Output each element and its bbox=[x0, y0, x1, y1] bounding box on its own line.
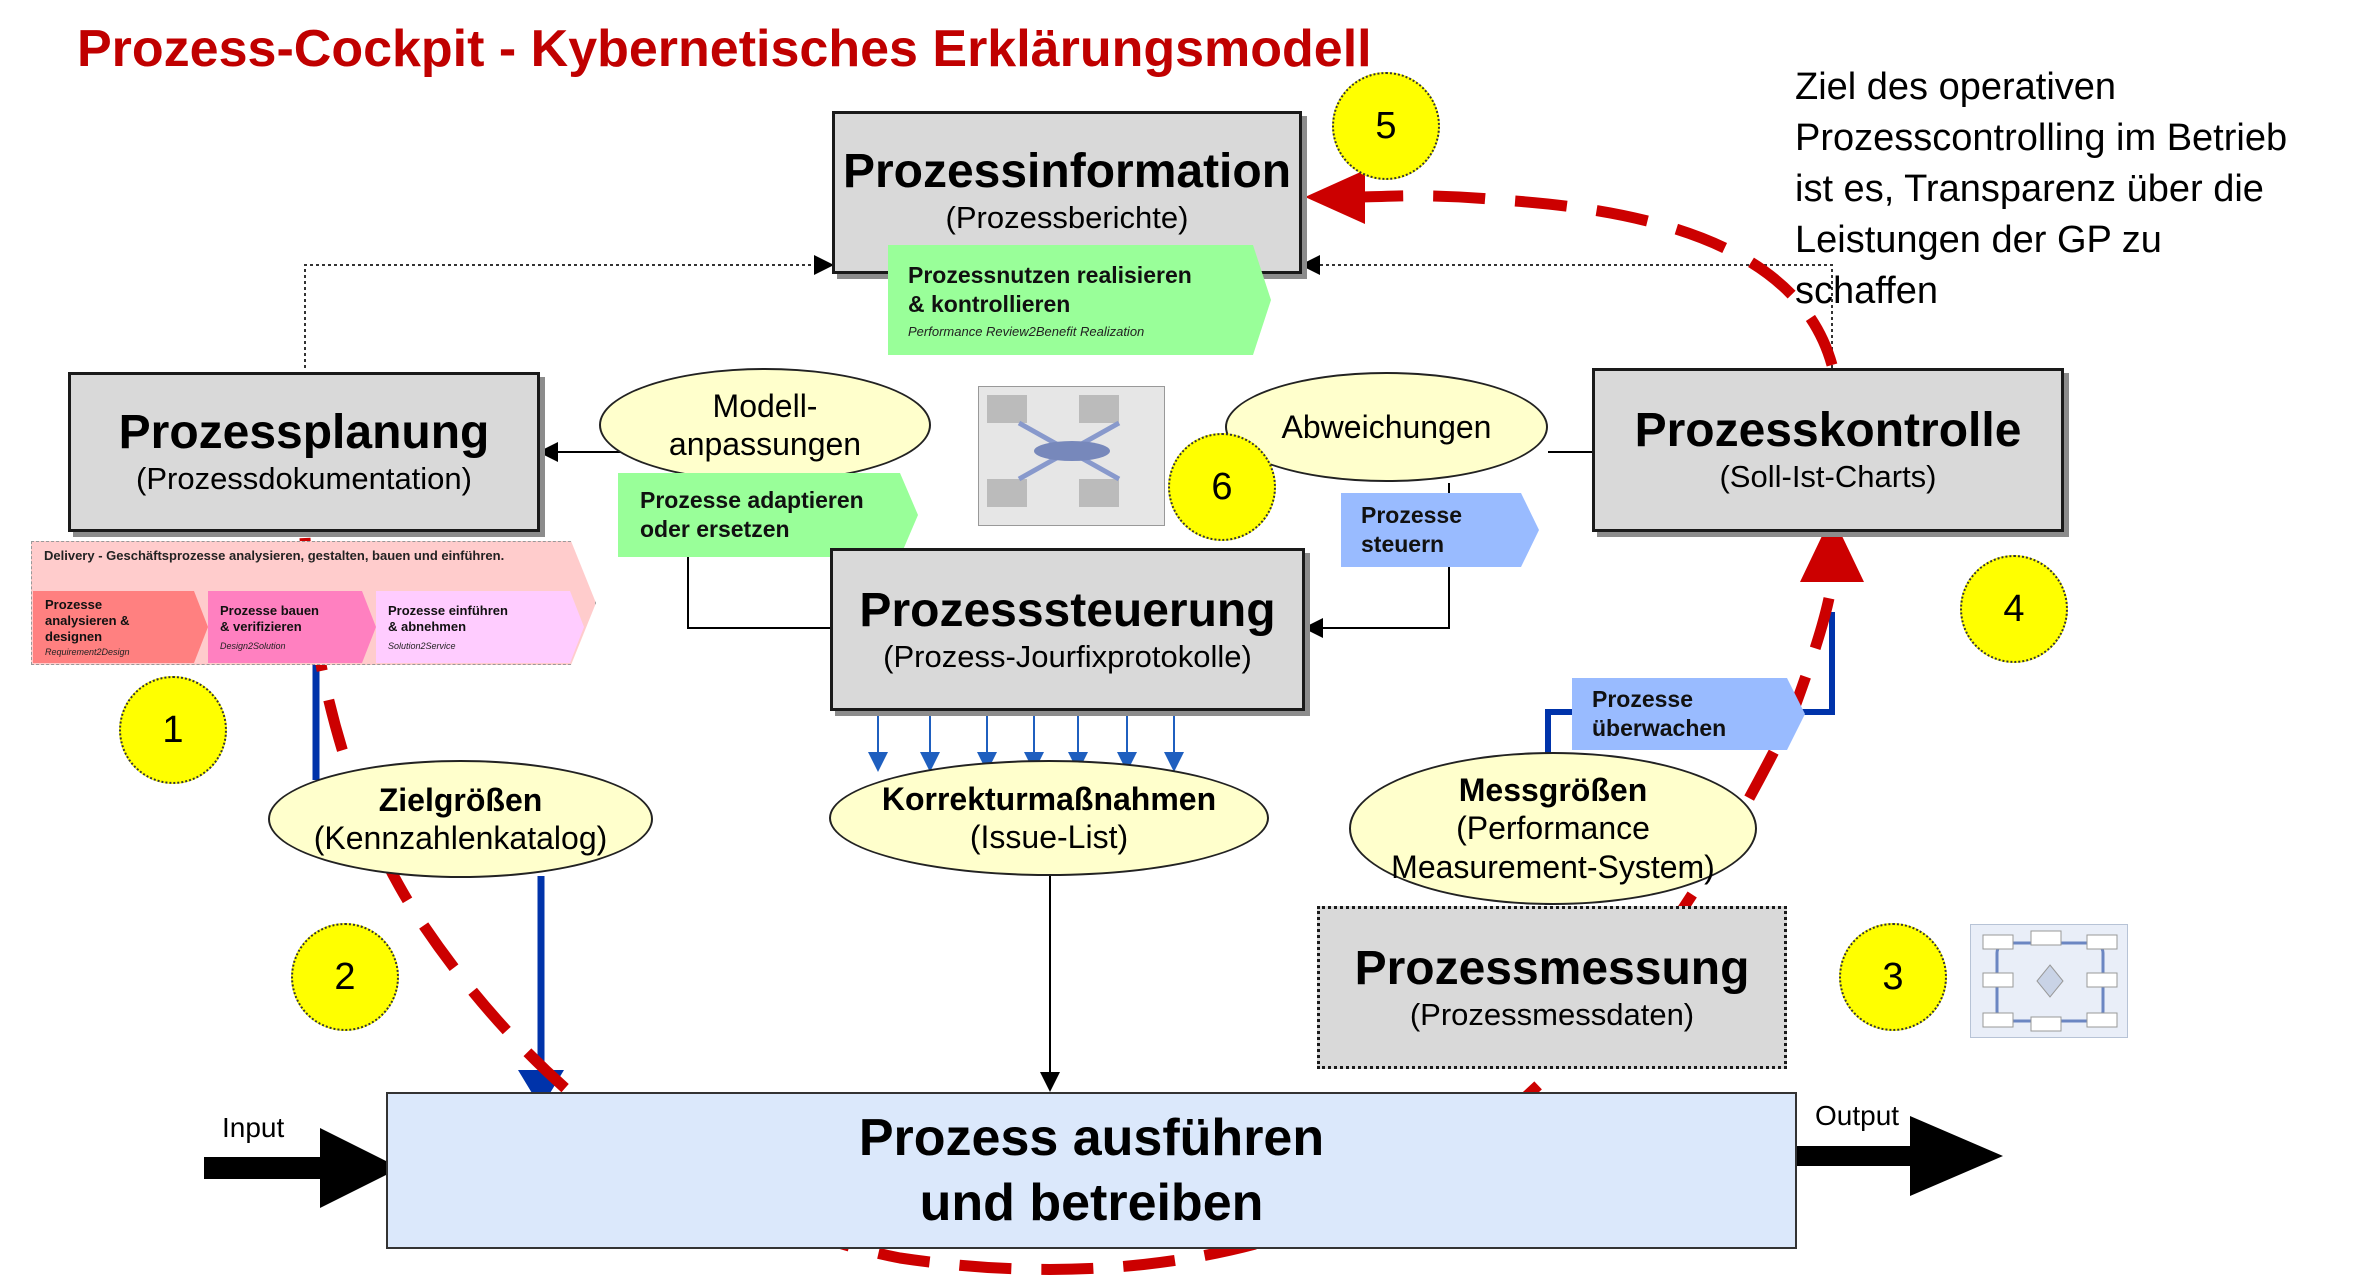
box-subtitle: (Prozessmessdaten) bbox=[1409, 996, 1695, 1032]
step-number-6: 6 bbox=[1168, 433, 1276, 541]
phase-line: designen bbox=[45, 629, 103, 645]
ellipse-text: Abweichungen bbox=[1281, 408, 1492, 445]
ellipse-korrekturmassnahmen: Korrekturmaßnahmen (Issue-List) bbox=[829, 760, 1269, 876]
ellipse-zielgroessen: Zielgrößen (Kennzahlenkatalog) bbox=[268, 760, 653, 878]
step-number-3: 3 bbox=[1839, 923, 1947, 1031]
dotted-connector-planung-information bbox=[304, 255, 834, 368]
tag-prozesse-adaptieren: Prozesse adaptieren oder ersetzen bbox=[618, 473, 918, 557]
phase-line: & abnehmen bbox=[388, 619, 467, 634]
goal-note-line: Prozesscontrolling im Betrieb bbox=[1795, 117, 2288, 159]
box-prozesskontrolle: Prozesskontrolle (Soll-Ist-Charts) bbox=[1592, 368, 2064, 532]
measurement-cycle-thumbnail bbox=[978, 386, 1165, 526]
ellipse-modellanpassungen: Modell- anpassungen bbox=[599, 368, 931, 482]
thumbnail-graphic bbox=[987, 395, 1121, 507]
goal-note: Ziel des operativen Prozesscontrolling i… bbox=[1795, 62, 2287, 317]
tag-sub: Performance Review2Benefit Realization bbox=[908, 324, 1145, 340]
process-flow-thumbnail bbox=[1970, 924, 2128, 1038]
red-arrowhead-kontrolle bbox=[1800, 515, 1864, 582]
tag-prozesse-ueberwachen: Prozesse überwachen bbox=[1572, 678, 1805, 750]
step-number-4: 4 bbox=[1960, 555, 2068, 663]
ellipse-subtitle: Measurement-System) bbox=[1391, 848, 1715, 885]
box-title: Prozesssteuerung bbox=[859, 583, 1276, 637]
input-arrow bbox=[204, 1128, 400, 1208]
dotted-connector-kontrolle-information bbox=[1300, 255, 1833, 368]
output-label: Output bbox=[1815, 1100, 1900, 1131]
box-title: Prozessinformation bbox=[842, 145, 1292, 198]
thumbnail-graphic bbox=[1982, 930, 2118, 1032]
red-arrowhead-information bbox=[1305, 170, 1365, 224]
tag-line: überwachen bbox=[1592, 715, 1727, 741]
box-title: Prozessmessung bbox=[1354, 941, 1750, 995]
output-arrow bbox=[1797, 1116, 2003, 1196]
phase-sub: Requirement2Design bbox=[45, 647, 130, 658]
page-title: Prozess-Cockpit - Kybernetisches Erkläru… bbox=[77, 20, 1372, 78]
box-subtitle: (Soll-Ist-Charts) bbox=[1719, 459, 1937, 495]
box-subtitle: (Prozessdokumentation) bbox=[136, 461, 472, 497]
blue-line-ueberwachen-kontrolle bbox=[1798, 612, 1835, 715]
tag-line: steuern bbox=[1361, 531, 1445, 557]
phase-line: Prozesse bbox=[45, 596, 103, 612]
phase-line: & verifizieren bbox=[220, 619, 302, 634]
goal-note-line: Leistungen der GP zu bbox=[1795, 219, 2162, 261]
red-dashed-loop bbox=[299, 537, 1838, 1275]
ellipse-subtitle: (Kennzahlenkatalog) bbox=[313, 820, 608, 856]
step-number-1: 1 bbox=[119, 676, 227, 784]
tag-line: Prozesse bbox=[1361, 502, 1463, 529]
tag-line: Prozesse adaptieren bbox=[640, 487, 864, 514]
ellipse-messgroessen: Messgrößen (Performance Measurement-Syst… bbox=[1349, 752, 1757, 905]
goal-note-line: Ziel des operativen bbox=[1795, 66, 2117, 108]
red-dashed-top-arc bbox=[1354, 190, 1838, 367]
box-subtitle: (Prozessberichte) bbox=[945, 200, 1189, 236]
phase-line: Prozesse bauen bbox=[220, 602, 319, 618]
ellipse-line: anpassungen bbox=[668, 426, 862, 462]
box-prozessplanung: Prozessplanung (Prozessdokumentation) bbox=[68, 372, 540, 532]
phase-sub: Solution2Service bbox=[388, 641, 456, 652]
delivery-header: Delivery - Geschäftsprozesse analysieren… bbox=[44, 548, 505, 563]
delivery-phase-1: Prozesse analysieren & designen Requirem… bbox=[33, 591, 208, 663]
ellipse-line: Modell- bbox=[712, 387, 818, 424]
ellipse-title: Zielgrößen bbox=[378, 781, 543, 818]
box-prozess-ausfuehren: Prozess ausführen und betreiben bbox=[386, 1092, 1797, 1249]
ellipse-subtitle: (Performance bbox=[1456, 810, 1650, 847]
ellipse-title: Messgrößen bbox=[1458, 771, 1648, 808]
process-title-line: Prozess ausführen bbox=[858, 1108, 1325, 1167]
tag-line: Prozessnutzen realisieren bbox=[908, 261, 1192, 288]
tag-line: Prozesse bbox=[1592, 686, 1694, 713]
delivery-phase-2: Prozesse bauen & verifizieren Design2Sol… bbox=[208, 591, 376, 663]
tag-prozesse-steuern: Prozesse steuern bbox=[1341, 493, 1539, 567]
box-prozessmessung: Prozessmessung (Prozessmessdaten) bbox=[1317, 906, 1787, 1069]
box-title: Prozesskontrolle bbox=[1634, 404, 2022, 458]
input-label: Input bbox=[222, 1112, 285, 1143]
ellipse-title: Korrekturmaßnahmen bbox=[881, 780, 1217, 817]
tag-line: & kontrollieren bbox=[908, 290, 1071, 317]
phase-line: Prozesse einführen bbox=[388, 602, 508, 618]
delivery-phase-3: Prozesse einführen & abnehmen Solution2S… bbox=[376, 591, 584, 663]
box-subtitle: (Prozess-Jourfixprotokolle) bbox=[883, 638, 1252, 674]
process-title-line: und betreiben bbox=[919, 1173, 1264, 1232]
tag-prozessnutzen: Prozessnutzen realisieren & kontrolliere… bbox=[888, 245, 1271, 355]
phase-line: analysieren & bbox=[45, 612, 130, 628]
ellipse-subtitle: (Issue-List) bbox=[969, 819, 1129, 855]
tag-line: oder ersetzen bbox=[640, 516, 790, 542]
box-title: Prozessplanung bbox=[118, 406, 490, 460]
phase-sub: Design2Solution bbox=[220, 641, 286, 652]
box-prozesssteuerung: Prozesssteuerung (Prozess-Jourfixprotoko… bbox=[830, 548, 1305, 711]
goal-note-line: ist es, Transparenz über die bbox=[1795, 168, 2264, 210]
goal-note-line: schaffen bbox=[1795, 270, 1938, 312]
step-number-2: 2 bbox=[291, 923, 399, 1031]
ellipse-abweichungen: Abweichungen bbox=[1225, 372, 1548, 482]
step-number-5: 5 bbox=[1332, 72, 1440, 180]
